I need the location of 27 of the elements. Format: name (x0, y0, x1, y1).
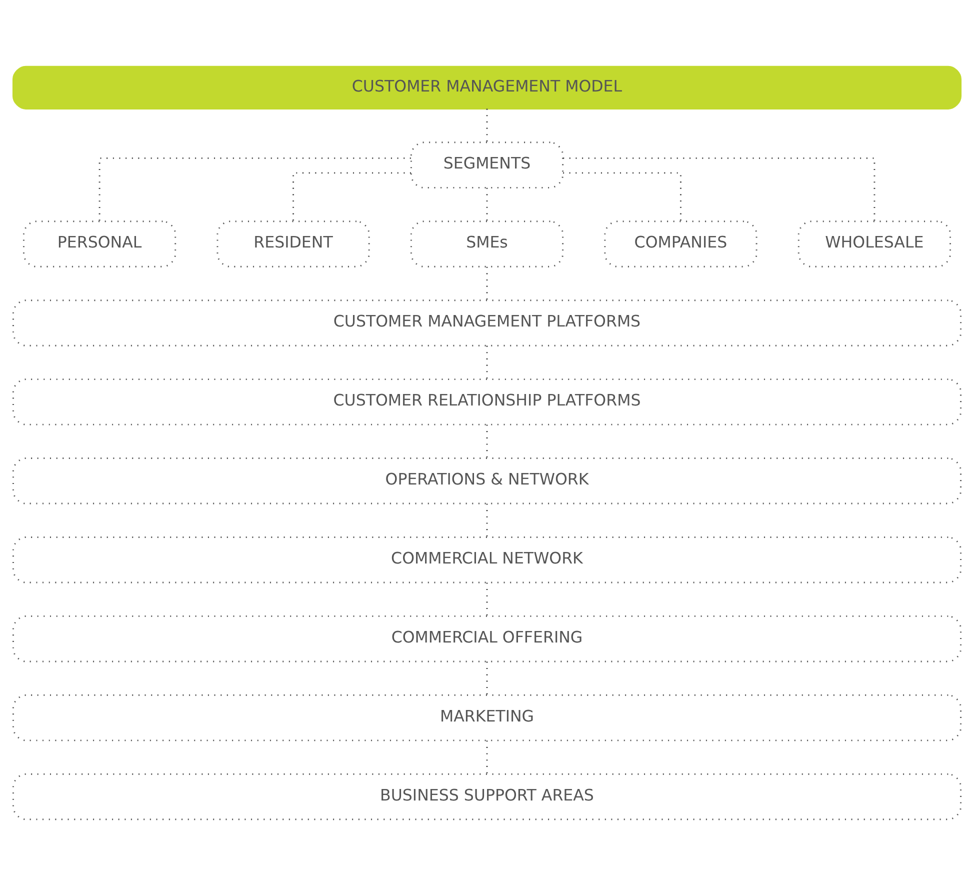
connector (486, 424, 488, 458)
node-box: COMPANIES (604, 220, 757, 267)
node-box: BUSINESS SUPPORT AREAS (12, 772, 962, 820)
connector (486, 266, 488, 300)
node-box: OPERATIONS & NETWORK (12, 457, 962, 504)
node-box: PERSONAL (22, 220, 176, 267)
node-box: CUSTOMER MANAGEMENT PLATFORMS (12, 299, 962, 346)
connector (486, 582, 488, 616)
connector (562, 172, 681, 221)
connector (486, 661, 488, 695)
connector (486, 108, 488, 142)
node-box: CUSTOMER MANAGEMENT MODEL (12, 65, 962, 109)
node-box: COMMERCIAL OFFERING (12, 614, 962, 662)
node-box: SEGMENTS (410, 141, 564, 188)
connector (486, 740, 488, 774)
connector (486, 503, 488, 537)
node-box: MARKETING (12, 694, 962, 741)
node-box: CUSTOMER RELATIONSHIP PLATFORMS (12, 378, 962, 425)
node-box: SMEs (410, 220, 564, 267)
node-box: RESIDENT (216, 220, 370, 267)
node-box: COMMERCIAL NETWORK (12, 536, 962, 583)
connector (486, 345, 488, 379)
node-box: WHOLESALE (797, 220, 950, 267)
connector (486, 187, 488, 221)
connector (562, 156, 875, 221)
connector (292, 172, 410, 221)
connector (98, 156, 410, 221)
